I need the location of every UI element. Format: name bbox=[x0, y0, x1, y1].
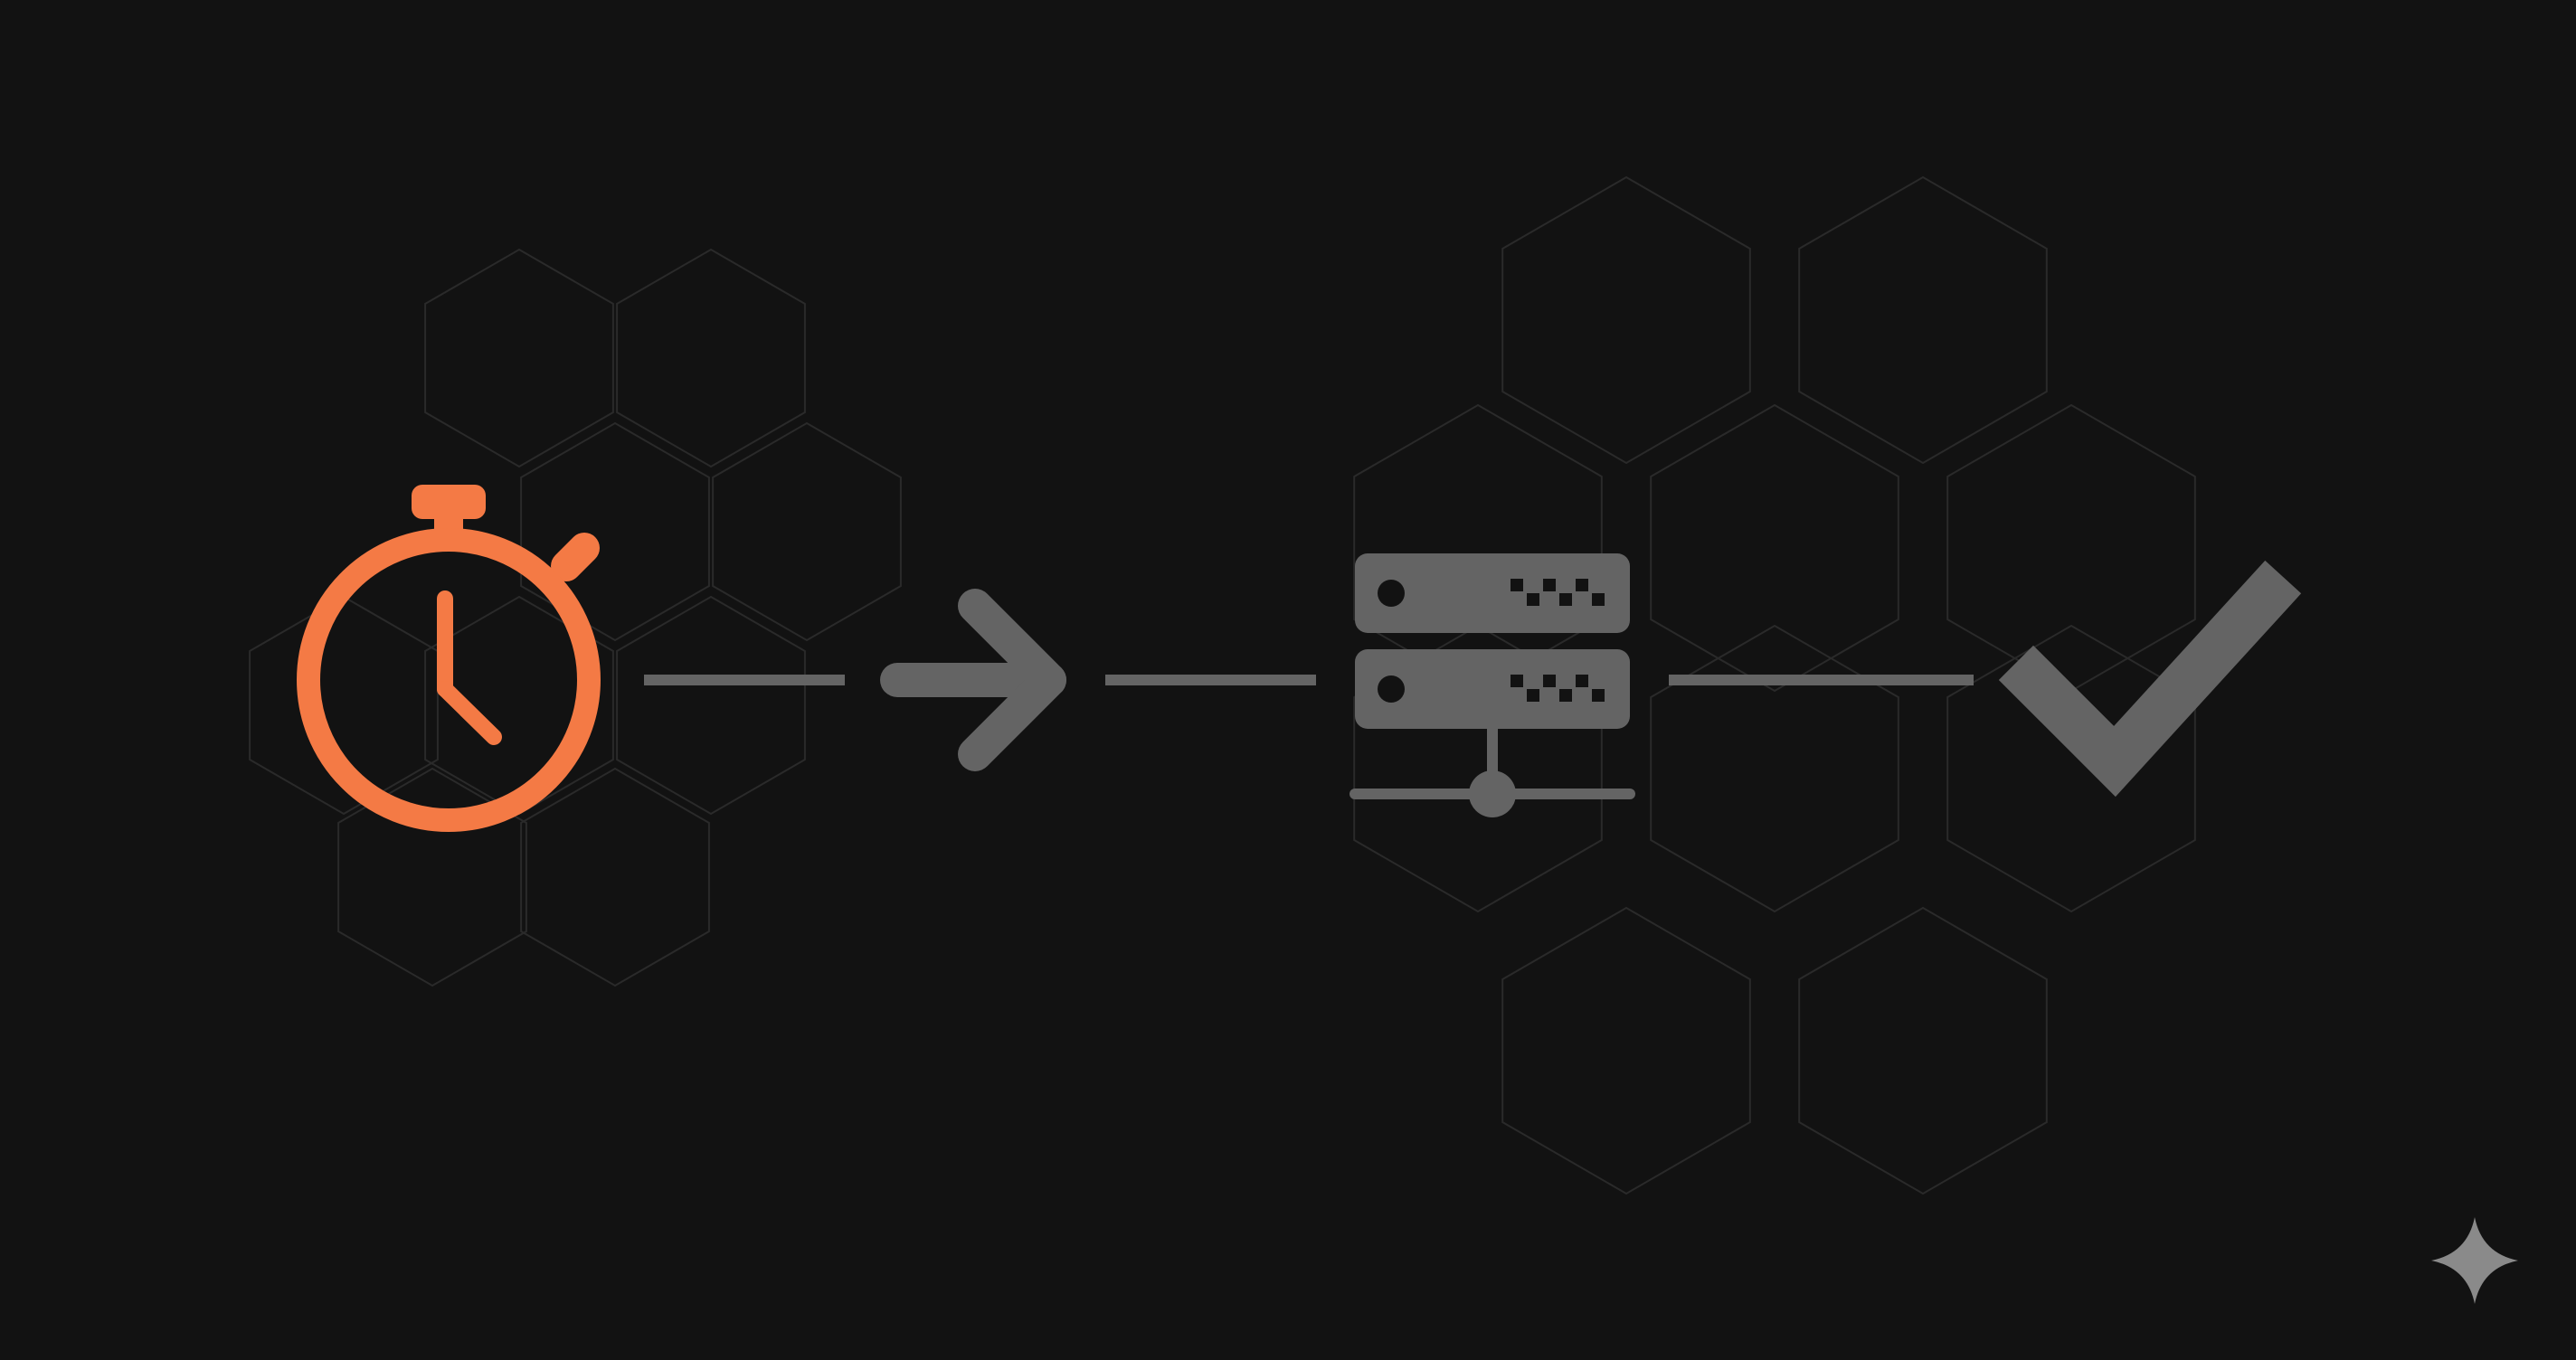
server-led-top bbox=[1378, 580, 1405, 607]
vent-slot bbox=[1592, 689, 1605, 702]
hexagon-outline bbox=[1650, 624, 1899, 913]
hexagon-outline bbox=[1501, 175, 1751, 465]
vent-slot bbox=[1527, 593, 1539, 606]
vent-slot bbox=[1543, 675, 1556, 687]
vent-slot bbox=[1511, 675, 1523, 687]
hexagon-outline bbox=[1798, 175, 2048, 465]
vent-slot bbox=[1559, 689, 1572, 702]
server-icon bbox=[1350, 553, 1635, 817]
hexagon-outline bbox=[1798, 906, 2048, 1195]
checkmark-icon bbox=[1998, 560, 2302, 798]
server-led-bottom bbox=[1378, 675, 1405, 703]
vent-slot bbox=[1511, 579, 1523, 591]
hexagon-outline bbox=[616, 248, 806, 468]
server-unit-bottom bbox=[1355, 649, 1630, 729]
hexagon-outline bbox=[520, 421, 710, 642]
vent-slot bbox=[1543, 579, 1556, 591]
hexagon-outline bbox=[712, 421, 902, 642]
vent-slot bbox=[1576, 579, 1588, 591]
hexagon-outline bbox=[520, 767, 710, 987]
server-vents-bottom bbox=[1511, 675, 1605, 702]
vent-slot bbox=[1559, 593, 1572, 606]
stopwatch-icon bbox=[297, 485, 601, 832]
hexagon-outline bbox=[616, 595, 806, 816]
vent-slot bbox=[1527, 689, 1539, 702]
arrow-right-icon bbox=[880, 589, 1066, 771]
vent-slot bbox=[1592, 593, 1605, 606]
vent-slot bbox=[1576, 675, 1588, 687]
hexagon-outline bbox=[424, 248, 614, 468]
server-vents-top bbox=[1511, 579, 1605, 606]
sparkle-icon bbox=[2431, 1217, 2518, 1304]
server-unit-top bbox=[1355, 553, 1630, 633]
hexagon-outline bbox=[337, 767, 527, 987]
hexagon-outline bbox=[1501, 906, 1751, 1195]
server-network-node bbox=[1469, 770, 1516, 817]
hexagon-outline bbox=[1650, 403, 1899, 693]
